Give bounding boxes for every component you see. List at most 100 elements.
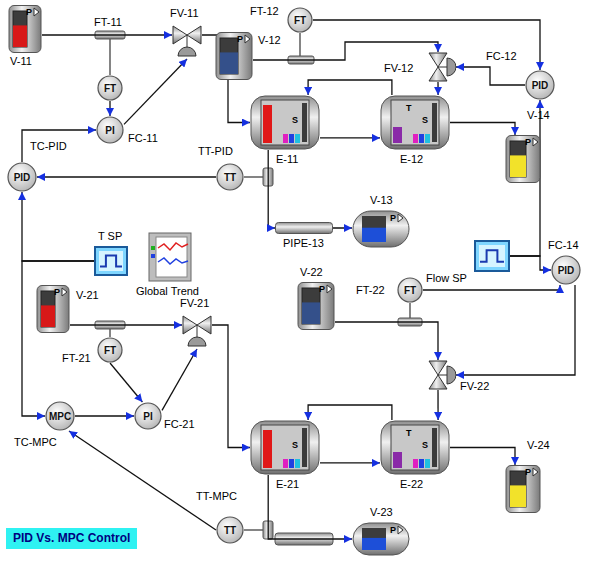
drawing-part [289,134,294,143]
tag-label: TC-PID [30,140,67,153]
process-line [109,101,110,116]
drawing-part [429,361,447,389]
temperature-transmitter: TTTT-MPC [216,516,244,544]
drawing-part [251,96,319,149]
pipe-segment: PIPE-13 [275,222,333,234]
drawing-part [46,402,74,430]
drawing-part [62,288,67,296]
drawing-part [398,278,422,302]
pi-controller: PIFC-21 [134,402,162,430]
tag-label: V-13 [370,194,393,207]
flow-transmitter: FT [397,277,423,303]
drawing-part [151,254,155,258]
heat-exchanger-symbol [250,420,320,475]
drawing-part [41,291,55,327]
drawing-part [158,243,188,250]
setpoint-generator: T SP [94,246,128,276]
drawing-part [276,223,333,234]
horizontal-tank: V-23P [352,522,410,556]
horizontal-tank-symbol [352,210,410,248]
pid-controller: PIDTC-PID [7,162,37,192]
storage-tank-symbol [505,135,541,183]
temperature-transmitter: TTTT-PID [216,163,244,191]
drawing-part [302,103,307,142]
drawing-part [295,134,300,143]
control-valve-symbol [426,52,456,82]
drawing-part [398,214,403,222]
process-line [22,261,94,416]
icon-letter: P [237,34,243,44]
icon-letter: P [390,213,396,223]
process-line [450,448,515,466]
instrument-tag: FT-12 [250,5,279,18]
process-line [313,20,540,70]
process-line [22,192,94,261]
process-line [320,137,380,138]
symbol-text: TT [216,524,244,537]
drawing-part [135,403,161,429]
icon-letter: P [319,284,325,294]
control-valve-symbol [182,313,212,349]
drawing-part [381,96,449,149]
heat-exchanger-symbol [380,420,450,475]
symbol-text: PI [134,410,162,423]
process-line [22,130,96,162]
symbol-text: FT [97,344,123,357]
flow-transmitter: FT [97,75,123,101]
process-line [437,82,438,95]
drawing-part [178,47,196,56]
tag-label: Global Trend [136,285,199,298]
pipe-segment-symbol [275,222,333,234]
control-valve: FV-21 [182,313,212,349]
drawing-part [475,241,509,271]
tag-label: FC-12 [486,50,517,63]
drawing-part [510,155,526,177]
instrument-tag: FT-21 [62,352,91,365]
process-line [42,34,172,35]
setpoint-generator: Flow SP [474,240,510,272]
tag-label: TC-MPC [14,436,57,449]
control-valve: FV-11 [172,23,202,59]
process-line [335,322,438,360]
drawing-part [381,421,449,474]
heat-exchanger-symbol [380,95,450,150]
drawing-part [13,25,27,47]
drawing-part [413,459,418,468]
process-line [456,285,575,375]
drawing-part [263,430,272,468]
icon-letter: P [26,7,32,17]
pid-controller: PIDFC-14 [551,255,581,285]
drawing-part [510,471,526,507]
tag-label: FV-11 [170,7,199,20]
tag-label: PIPE-13 [283,237,324,250]
icon-letter: S [422,115,428,125]
drawing-part [263,105,272,143]
symbol-text: FT [97,82,123,95]
drawing-part [244,176,263,177]
symbol-text: PID [551,264,581,277]
pid-controller: PIDFC-12 [525,70,555,100]
tag-label: E-22 [400,478,423,491]
drawing-part [34,8,39,16]
process-line [162,349,197,410]
drawing-part [13,11,27,47]
drawing-part [447,58,456,76]
tag-label: TT-MPC [196,490,237,503]
icon-letter: S [422,440,428,450]
process-line [70,324,182,325]
drawing-part [261,100,309,145]
drawing-part [299,33,300,56]
tag-label: E-21 [276,478,299,491]
mpc-controller: MPCTC-MPC [45,401,75,431]
control-valve-symbol [426,360,456,390]
heat-exchanger: E-21S [250,420,320,475]
drawing-part [220,52,238,74]
drawing-part [510,141,526,177]
storage-tank-symbol [8,5,42,53]
drawing-part [353,211,409,247]
process-line [320,462,380,463]
icon-letter: P [390,525,396,535]
drawing-part [362,528,386,550]
drawing-part [533,468,538,476]
